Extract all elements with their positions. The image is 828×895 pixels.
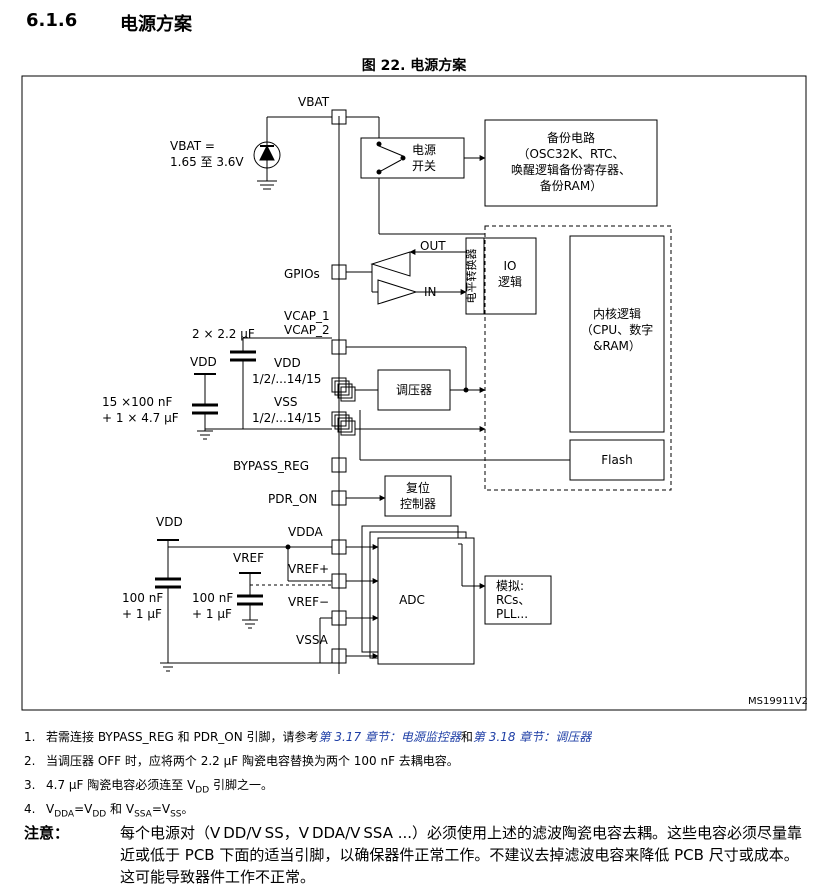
cap-2x-label: 2 × 2.2 μF <box>192 327 255 341</box>
cap-100n-b-label2: + 1 μF <box>192 607 232 621</box>
core-domain-region <box>484 225 672 491</box>
cap-100n-b-label1: 100 nF <box>192 591 233 605</box>
section-title: 电源方案 <box>120 14 192 35</box>
in-label: IN <box>424 285 437 299</box>
note-1-link-power-monitor[interactable]: 第 3.17 章节：电源监控器 <box>318 730 461 744</box>
io-logic-block <box>483 237 537 315</box>
ref-code: MS19911V2 <box>748 696 808 707</box>
note-3-sub: DD <box>195 785 210 796</box>
level-shifter-label: 电平转换器 <box>464 249 478 304</box>
vdd-bottom-label: VDD <box>156 515 183 529</box>
vbat-range-line1: VBAT = <box>170 139 215 153</box>
note-4-c-sub: SSA <box>134 809 152 820</box>
note-3-text: 4.7 μF 陶瓷电容必须连至 V <box>46 778 196 792</box>
power-scheme-diagram: VBAT VBAT = 1.65 至 3.6V 电源 开关 备份电路 （OSC3… <box>21 75 808 711</box>
analog-label3: PLL... <box>496 607 528 621</box>
backup-label2: （OSC32K、RTC、 <box>517 147 624 161</box>
vbat-label: VBAT <box>298 95 330 109</box>
note-1-link-regulator[interactable]: 第 3.18 章节：调压器 <box>472 730 592 744</box>
note-4: 4.VDDA=VDD 和 VSSA=VSS。 <box>24 800 194 819</box>
ground-icon <box>257 180 277 190</box>
vdd-pin-label: VDD <box>274 356 301 370</box>
note-2-text: 当调压器 OFF 时，应将两个 2.2 μF 陶瓷电容替换为两个 100 nF … <box>46 754 459 768</box>
note-3-number: 3. <box>24 778 36 792</box>
vssa-label: VSSA <box>296 633 329 647</box>
bypass-reg-pin <box>331 457 347 473</box>
vbat-range-line2: 1.65 至 3.6V <box>170 155 244 169</box>
adc-label: ADC <box>399 593 425 607</box>
note-2-number: 2. <box>24 754 36 768</box>
adc-block <box>377 537 475 665</box>
note-1: 1. 若需连接 BYPASS_REG 和 PDR_ON 引脚，请参考第 3.17 … <box>24 728 591 745</box>
note-4-a-sub: DDA <box>54 809 75 820</box>
note-4-number: 4. <box>24 802 36 816</box>
backup-label4: 备份RAM） <box>540 179 602 193</box>
backup-label1: 备份电路 <box>547 130 595 145</box>
note-4-b: =V <box>74 802 93 816</box>
note-1-number: 1. <box>24 730 36 744</box>
note-3-text-end: 引脚之一。 <box>209 778 273 792</box>
bypass-reg-label: BYPASS_REG <box>233 459 309 473</box>
ground-icon-vref <box>242 619 258 629</box>
vss-pin-label: VSS <box>274 395 297 409</box>
note-4-a: V <box>46 802 55 816</box>
cap-100n-a-label2: + 1 μF <box>122 607 162 621</box>
core-label1: 内核逻辑 <box>593 307 641 321</box>
flash-label: Flash <box>601 453 632 467</box>
note-4-e: 。 <box>181 802 194 816</box>
reset-label2: 控制器 <box>400 497 436 511</box>
power-switch-label1: 电源 <box>412 143 436 157</box>
note-1-and: 和 <box>460 730 473 744</box>
ground-icon-vssa <box>160 662 176 672</box>
attention-text: 每个电源对（V DD/V SS，V DDA/V SSA ...）必须使用上述的滤… <box>120 824 803 886</box>
power-switch-label2: 开关 <box>412 159 436 173</box>
note-2: 2. 当调压器 OFF 时，应将两个 2.2 μF 陶瓷电容替换为两个 100 n… <box>24 752 459 769</box>
note-4-d: =V <box>151 802 171 816</box>
figure-title: 图 22. 电源方案 <box>361 58 467 74</box>
vcap1-label: VCAP_1 <box>284 309 330 323</box>
vdda-label: VDDA <box>288 525 323 539</box>
note-1-text: 若需连接 BYPASS_REG 和 PDR_ON 引脚，请参考 <box>46 730 319 744</box>
analog-label1: 模拟: <box>496 579 524 593</box>
cap-15x-label2: + 1 × 4.7 μF <box>102 411 179 425</box>
io-logic-label1: IO <box>504 259 517 273</box>
vbat-source-icon <box>253 141 281 169</box>
core-logic-block <box>569 235 665 433</box>
note-4-d-sub: SS <box>170 809 182 820</box>
core-label3: &RAM） <box>593 339 641 353</box>
io-logic-label2: 逻辑 <box>498 275 522 289</box>
vref-label: VREF <box>233 551 264 565</box>
gpios-label: GPIOs <box>284 267 320 281</box>
cap-100n-a-label1: 100 nF <box>122 591 163 605</box>
attention-label: 注意： <box>24 824 70 842</box>
reset-controller-block <box>384 475 452 517</box>
backup-label3: 唤醒逻辑备份寄存器、 <box>511 162 631 177</box>
vdd-left-label: VDD <box>190 355 217 369</box>
pdr-on-label: PDR_ON <box>268 492 317 506</box>
analog-label2: RCs、 <box>496 593 530 607</box>
note-4-b-sub: DD <box>92 809 107 820</box>
vdd-pins-label: 1/2/...14/15 <box>252 372 321 386</box>
cap-15x-label1: 15 ×100 nF <box>102 395 172 409</box>
ground-icon-vss <box>197 430 213 440</box>
vcap2-label: VCAP_2 <box>284 323 330 337</box>
note-3: 3. 4.7 μF 陶瓷电容必须连至 VDD 引脚之一。 <box>24 776 273 795</box>
vss-pins <box>331 411 356 436</box>
core-label2: （CPU、数字 <box>581 322 653 337</box>
section-number: 6.1.6 <box>26 10 78 31</box>
diagram-frame <box>21 75 807 711</box>
vref-minus-label: VREF− <box>288 595 329 609</box>
regulator-label: 调压器 <box>396 383 432 397</box>
vref-plus-label: VREF+ <box>288 562 329 576</box>
reset-label1: 复位 <box>406 480 430 495</box>
vss-pins-label: 1/2/...14/15 <box>252 411 321 425</box>
analog-block <box>484 575 552 625</box>
vdd-pins <box>331 377 356 402</box>
out-label: OUT <box>420 239 446 253</box>
note-4-c: 和 V <box>106 802 135 816</box>
backup-domain-block <box>484 119 658 207</box>
